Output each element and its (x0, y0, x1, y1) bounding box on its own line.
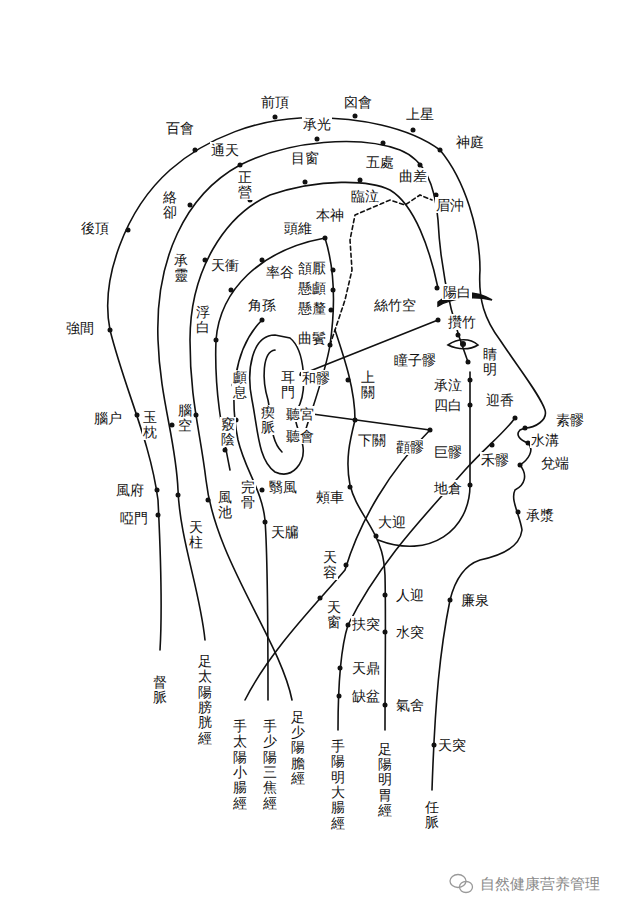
point-label: 巨髎 (433, 444, 463, 461)
point-label: 天牖 (270, 524, 300, 541)
vertical-label: 浮白 (195, 305, 211, 336)
point-label: 目窗 (290, 150, 320, 167)
point-label: 頰車 (315, 489, 345, 506)
point-label: 人迎 (395, 587, 425, 604)
vertical-label: 足少陽膽經 (290, 710, 306, 787)
vertical-label: 手少陽三焦經 (262, 719, 278, 811)
vertical-label: 睛明 (482, 347, 498, 378)
large-intestine-meridian (338, 418, 515, 730)
point-label: 翳風 (268, 479, 298, 496)
point-label: 兌端 (540, 455, 570, 472)
vertical-label: 天柱 (188, 520, 204, 551)
watermark: 自然健康营养管理 (479, 875, 601, 893)
vertical-label: 足太陽膀胱經 (197, 654, 213, 746)
point-label: 水突 (395, 624, 425, 641)
point-label: 和髎 (301, 370, 331, 387)
point-label: 絲竹空 (373, 297, 417, 314)
point-label: 後頂 (80, 220, 110, 237)
point-label: 聽宮 (285, 406, 315, 423)
point-label: 聽會 (285, 428, 315, 445)
vertical-label: 腦空 (177, 403, 193, 434)
wechat-icon (450, 875, 473, 893)
point-label: 廉泉 (460, 592, 490, 609)
point-label: 百會 (165, 120, 195, 137)
vertical-label: 竅陰 (220, 417, 236, 448)
bladder-meridian (158, 142, 468, 640)
point-label: 上星 (405, 106, 435, 123)
point-label: 承漿 (525, 507, 555, 524)
vertical-label: 耳門 (280, 370, 296, 401)
vertical-label: 足陽明胃經 (377, 742, 393, 819)
point-label: 迎香 (485, 392, 515, 409)
vertical-label: 督脈 (152, 675, 168, 706)
vertical-label: 絡卻 (162, 190, 178, 221)
point-label: 瞳子髎 (393, 352, 437, 369)
point-label: 水溝 (530, 432, 560, 449)
point-label: 缺盆 (351, 688, 381, 705)
point-label: 囟會 (343, 94, 373, 111)
point-label: 啞門 (119, 510, 149, 527)
point-label: 風府 (115, 482, 145, 499)
vertical-label: 承靈 (173, 253, 189, 284)
point-label: 神庭 (455, 134, 485, 151)
vertical-label: 玉枕 (142, 410, 158, 441)
point-label: 氣舍 (395, 697, 425, 714)
point-label: 地倉 (433, 480, 463, 497)
vertical-label: 正營 (237, 170, 253, 201)
point-label: 四白 (433, 397, 463, 414)
point-label: 曲差 (398, 168, 428, 185)
point-label: 承泣 (433, 377, 463, 394)
point-label: 本神 (315, 207, 345, 224)
point-label: 大迎 (377, 514, 407, 531)
ear-inner (264, 350, 282, 452)
eye (448, 340, 478, 349)
point-label: 顴髎 (395, 439, 425, 456)
vertical-label: 顱息 (232, 370, 248, 401)
point-label: 扶突 (351, 616, 381, 633)
gallbladder-meridian (190, 182, 438, 700)
point-label: 臨泣 (350, 188, 380, 205)
point-label: 素髎 (555, 412, 585, 429)
point-label: 天衝 (210, 257, 240, 274)
point-label: 角孫 (247, 297, 277, 314)
point-label: 禾髎 (480, 452, 510, 469)
vertical-label: 天容 (322, 550, 338, 581)
point-label: 曲鬢 (297, 330, 327, 347)
point-label: 率谷 (265, 264, 295, 281)
point-label: 陽白 (442, 284, 472, 301)
sanjiao-meridian (300, 320, 438, 375)
point-label: 懸顱 (297, 280, 327, 297)
point-label: 承光 (302, 116, 332, 133)
point-label: 下關 (357, 432, 387, 449)
point-label: 頭維 (283, 220, 313, 237)
acupoint-dots (108, 114, 531, 748)
point-label: 五處 (365, 154, 395, 171)
gallbladder-dashed (330, 195, 432, 345)
point-label: 頷厭 (297, 260, 327, 277)
vertical-label: 完骨 (240, 480, 256, 511)
point-label: 強間 (65, 320, 95, 337)
point-label: 攢竹 (447, 314, 477, 331)
vertical-label: 風池 (217, 490, 233, 521)
point-label: 懸釐 (297, 300, 327, 317)
vertical-label: 上關 (360, 370, 376, 401)
vertical-label: 手陽明大腸經 (330, 739, 346, 831)
vertical-label: 手太陽小腸經 (232, 719, 248, 811)
point-label: 前頂 (260, 94, 290, 111)
small-intestine-meridian (305, 413, 430, 430)
ear (250, 335, 304, 474)
vertical-label: 任脈 (424, 800, 440, 831)
point-label: 天突 (437, 737, 467, 754)
point-label: 天鼎 (351, 660, 381, 677)
du-ren-outline (108, 118, 546, 790)
point-label: 腦户 (93, 410, 123, 427)
vertical-label: 瘈脈 (260, 405, 276, 436)
point-label: 眉沖 (435, 197, 465, 214)
point-label: 通天 (210, 142, 240, 159)
vertical-label: 天窗 (326, 600, 342, 631)
pupil (460, 341, 466, 347)
stomach-meridian (378, 372, 470, 546)
